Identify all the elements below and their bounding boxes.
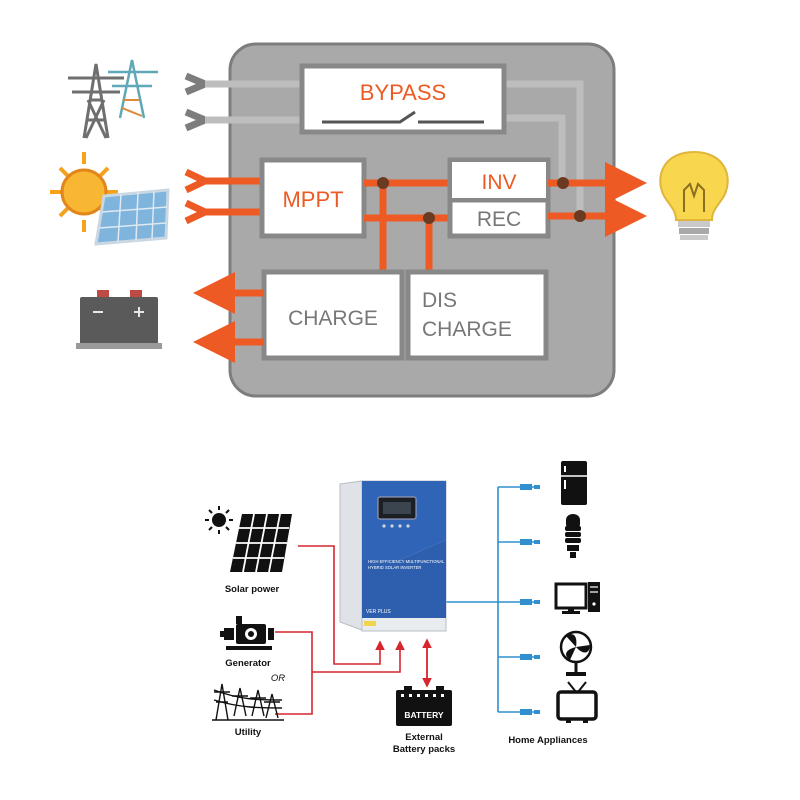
discharge-box xyxy=(405,269,549,361)
refrigerator-icon xyxy=(561,461,587,505)
battery-caption-line1: External xyxy=(405,732,443,743)
light-bulb-icon xyxy=(659,150,729,240)
battery-icon xyxy=(76,290,162,349)
battery-device-label: BATTERY xyxy=(404,710,444,720)
battery-caption-line2: Battery packs xyxy=(393,744,455,755)
bypass-label: BYPASS xyxy=(360,80,446,105)
discharge-label-line1: DIS xyxy=(422,289,457,312)
sun-solar-panel-icon xyxy=(50,152,170,246)
mppt-label: MPPT xyxy=(282,187,343,212)
inverter-panel-line2: HYBRID SOLAR INVERTER xyxy=(368,565,421,570)
computer-icon xyxy=(554,582,600,614)
external-battery-icon: BATTERY xyxy=(396,686,452,726)
inverter-model: VER PLUS xyxy=(366,609,391,615)
utility-towers-icon xyxy=(212,683,284,721)
generator-icon xyxy=(220,616,274,650)
rec-label: REC xyxy=(477,208,521,231)
block-diagram: BYPASS MPPT INV REC xyxy=(184,42,647,398)
cfl-bulb-icon xyxy=(565,514,581,558)
hybrid-inverter-unit: HIGH EFFICIENCY MULTIFUNCTIONAL HYBRID S… xyxy=(339,480,447,632)
utility-label: Utility xyxy=(235,727,262,738)
or-label: OR xyxy=(271,673,285,684)
television-icon xyxy=(556,681,598,723)
generator-label: Generator xyxy=(225,658,271,669)
mppt-box xyxy=(259,157,367,239)
charge-label: CHARGE xyxy=(288,307,378,330)
solar-power-label: Solar power xyxy=(225,584,280,595)
bypass-switch xyxy=(322,110,484,124)
solar-panel-small-icon xyxy=(205,506,292,573)
home-appliances-label: Home Appliances xyxy=(508,735,587,746)
inv-label: INV xyxy=(481,171,516,194)
charge-box xyxy=(261,269,405,361)
power-tower-icon xyxy=(68,59,158,139)
grid-input-arrows xyxy=(184,72,215,132)
solar-input-arrows xyxy=(184,168,214,225)
fan-icon xyxy=(559,630,593,676)
wiring-diagram: HIGH EFFICIENCY MULTIFUNCTIONAL HYBRID S… xyxy=(205,461,600,755)
inverter-panel-line1: HIGH EFFICIENCY MULTIFUNCTIONAL xyxy=(368,559,445,564)
discharge-label-line2: CHARGE xyxy=(422,318,512,341)
